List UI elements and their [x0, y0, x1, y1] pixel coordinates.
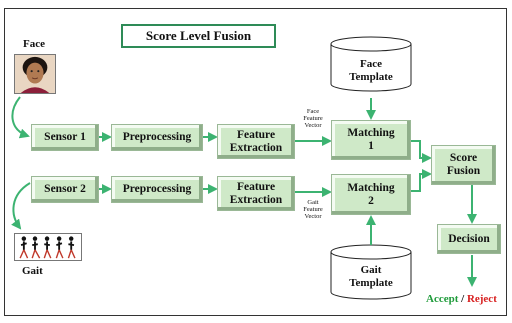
preprocessing-2-block: Preprocessing: [111, 176, 203, 203]
decision-block: Decision: [437, 224, 501, 254]
gait-template-cylinder: [330, 244, 412, 300]
face-label: Face: [23, 38, 45, 50]
face-feature-vector-label: Face Feature Vector: [303, 108, 323, 129]
score-fusion-block: Score Fusion: [431, 145, 496, 185]
decision-result: Accept / Reject: [426, 293, 497, 305]
sensor-1-block: Sensor 1: [31, 124, 99, 151]
feature-extraction-1-block: Feature Extraction: [217, 124, 295, 159]
gait-feature-vector-label: Gait Feature Vector: [303, 199, 323, 220]
face-photo: [14, 54, 56, 94]
accept-label: Accept: [426, 293, 459, 305]
gait-input-arrow: [11, 182, 31, 230]
matching-2-block: Matching 2: [331, 174, 411, 215]
diagram-border: [4, 8, 507, 316]
gait-label: Gait: [22, 265, 43, 277]
diagram-title: Score Level Fusion: [121, 24, 276, 48]
arrow-match2-fusion: [411, 169, 432, 192]
face-template-cylinder: [330, 36, 412, 92]
result-separator: /: [458, 293, 467, 305]
reject-label: Reject: [466, 293, 497, 305]
gait-template-label: Gait Template: [349, 264, 393, 289]
gait-photo: [14, 233, 82, 261]
face-input-arrow: [11, 96, 30, 139]
arrow-match1-fusion: [411, 140, 432, 163]
feature-extraction-2-block: Feature Extraction: [217, 176, 295, 211]
sensor-2-block: Sensor 2: [31, 176, 99, 203]
preprocessing-1-block: Preprocessing: [111, 124, 203, 151]
face-template-label: Face Template: [349, 58, 393, 83]
matching-1-block: Matching 1: [331, 120, 411, 160]
